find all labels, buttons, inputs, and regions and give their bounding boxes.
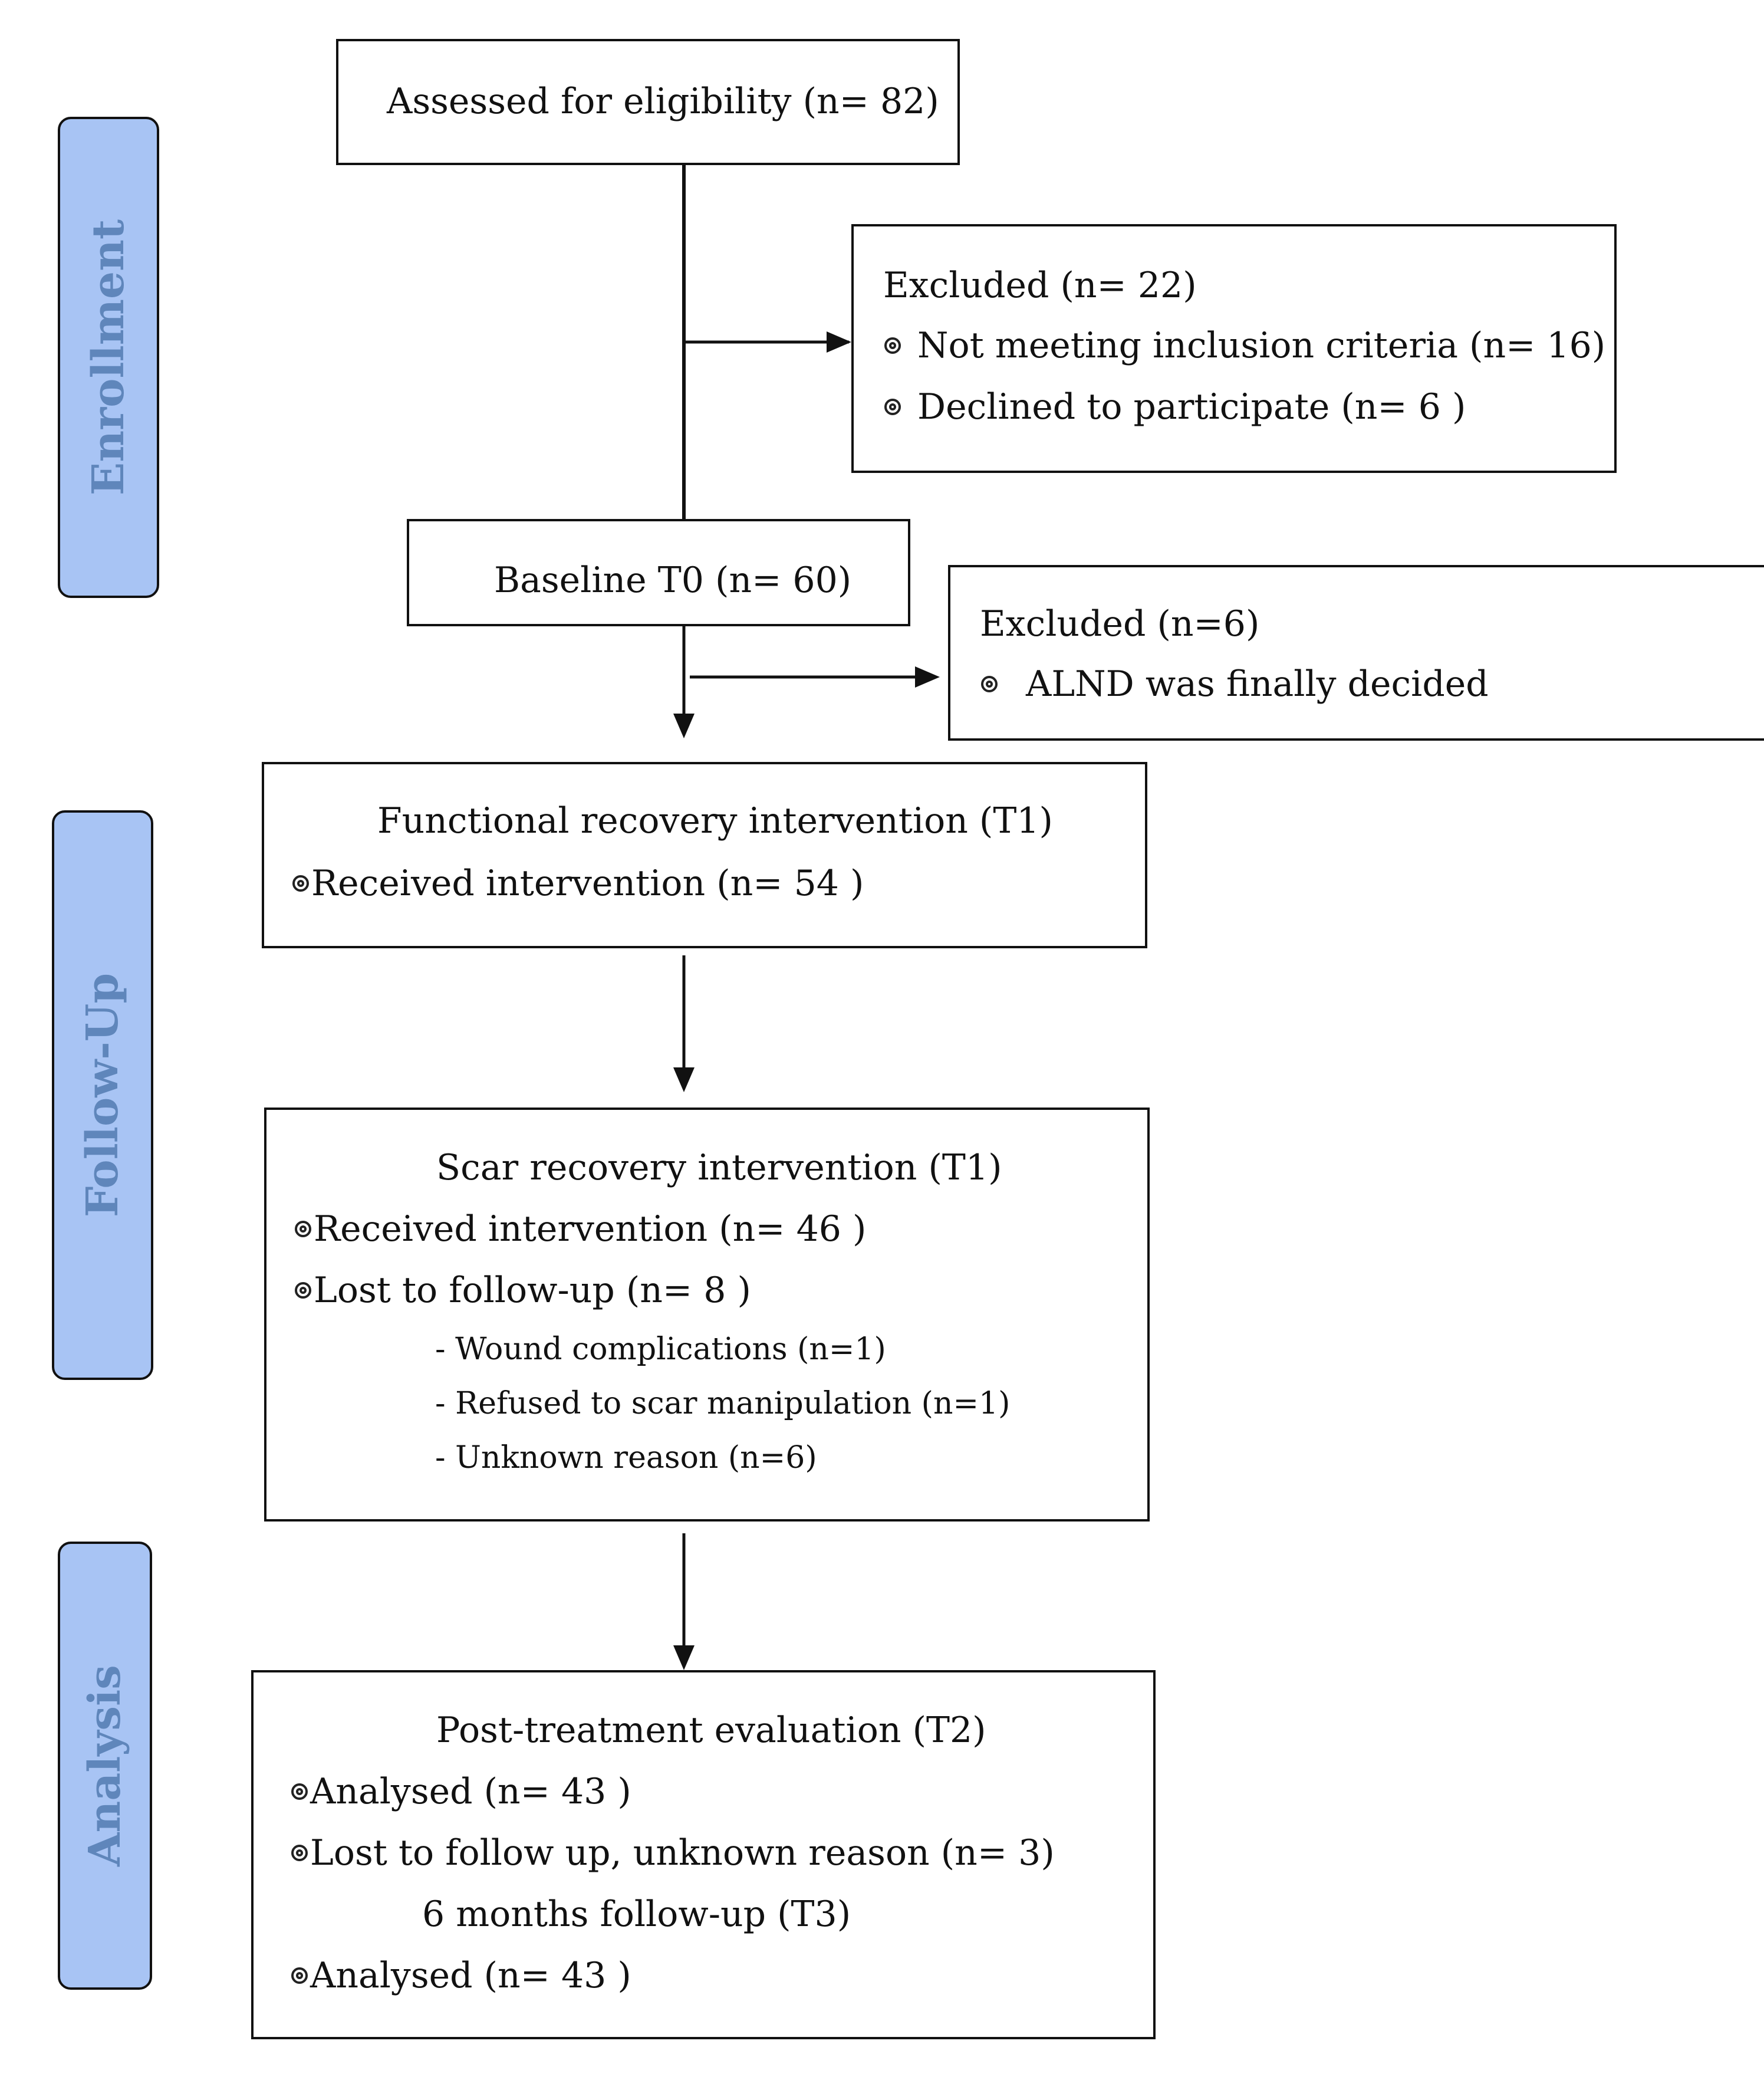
spiral-bullet-icon bbox=[292, 875, 309, 892]
baseline-text: Baseline T0 (n= 60) bbox=[494, 560, 852, 601]
excluded-1-box bbox=[851, 224, 1617, 473]
excluded-2-item-text: ALND was finally decided bbox=[1026, 663, 1489, 705]
stage-analysis-label: Analysis bbox=[80, 1665, 130, 1866]
spiral-bullet-icon bbox=[981, 676, 998, 693]
baseline-box bbox=[407, 519, 910, 626]
functional-item: Received intervention (n= 54 ) bbox=[292, 866, 864, 901]
post-item-text: Analysed (n= 43 ) bbox=[310, 1771, 631, 1812]
spiral-bullet-icon bbox=[884, 337, 901, 354]
scar-item: Lost to follow-up (n= 8 ) bbox=[295, 1273, 751, 1308]
excluded-1-title: Excluded (n= 22) bbox=[883, 265, 1197, 306]
arrowhead-post bbox=[673, 1645, 695, 1670]
scar-reason: - Unknown reason (n=6) bbox=[435, 1440, 817, 1476]
scar-title: Scar recovery intervention (T1) bbox=[436, 1147, 1002, 1188]
scar-item: Received intervention (n= 46 ) bbox=[295, 1211, 866, 1247]
post-item-text: Lost to follow up, unknown reason (n= 3) bbox=[310, 1832, 1055, 1874]
excluded-1-item: Not meeting inclusion criteria (n= 16) bbox=[884, 328, 1605, 363]
stage-follow-up: Follow-Up bbox=[52, 810, 153, 1380]
spiral-bullet-icon bbox=[884, 399, 901, 416]
scar-reason: - Wound complications (n=1) bbox=[435, 1332, 886, 1367]
functional-item-text: Received intervention (n= 54 ) bbox=[311, 863, 864, 904]
stage-enrollment: Enrollment bbox=[58, 117, 159, 598]
excluded-1-item-text: Declined to participate (n= 6 ) bbox=[917, 386, 1466, 428]
stage-enrollment-label: Enrollment bbox=[83, 219, 134, 496]
spiral-bullet-icon bbox=[291, 1967, 308, 1984]
assessed-text: Assessed for eligibility (n= 82) bbox=[387, 81, 939, 122]
arrowhead-functional bbox=[673, 714, 695, 738]
post-item: Analysed (n= 43 ) bbox=[291, 1774, 631, 1809]
followup-item: Analysed (n= 43 ) bbox=[291, 1958, 631, 1993]
assessed-box bbox=[336, 39, 960, 165]
scar-box bbox=[264, 1108, 1150, 1522]
stage-follow-up-label: Follow-Up bbox=[77, 972, 128, 1218]
followup-title: 6 months follow-up (T3) bbox=[422, 1894, 851, 1935]
stage-analysis: Analysis bbox=[58, 1542, 152, 1990]
arrowhead-excluded-1-shape bbox=[827, 331, 851, 353]
arrowhead-scar bbox=[673, 1067, 695, 1092]
followup-item-text: Analysed (n= 43 ) bbox=[310, 1955, 631, 1996]
excluded-2-title: Excluded (n=6) bbox=[980, 603, 1260, 645]
excluded-1-item-text: Not meeting inclusion criteria (n= 16) bbox=[917, 325, 1606, 366]
post-title: Post-treatment evaluation (T2) bbox=[436, 1710, 986, 1751]
spiral-bullet-icon bbox=[291, 1845, 308, 1862]
spiral-bullet-icon bbox=[295, 1282, 311, 1299]
excluded-2-item: ALND was finally decided bbox=[981, 666, 1489, 702]
functional-title: Functional recovery intervention (T1) bbox=[377, 800, 1053, 842]
scar-item-text: Lost to follow-up (n= 8 ) bbox=[314, 1270, 751, 1311]
scar-reason: - Refused to scar manipulation (n=1) bbox=[435, 1386, 1011, 1421]
scar-item-text: Received intervention (n= 46 ) bbox=[314, 1208, 867, 1250]
post-box bbox=[251, 1670, 1156, 2039]
spiral-bullet-icon bbox=[295, 1221, 311, 1238]
functional-box bbox=[262, 762, 1147, 948]
excluded-1-item: Declined to participate (n= 6 ) bbox=[884, 389, 1466, 425]
spiral-bullet-icon bbox=[291, 1783, 308, 1800]
post-item: Lost to follow up, unknown reason (n= 3) bbox=[291, 1835, 1055, 1871]
excluded-2-box bbox=[948, 565, 1764, 741]
arrowhead-excluded-2 bbox=[915, 666, 940, 688]
